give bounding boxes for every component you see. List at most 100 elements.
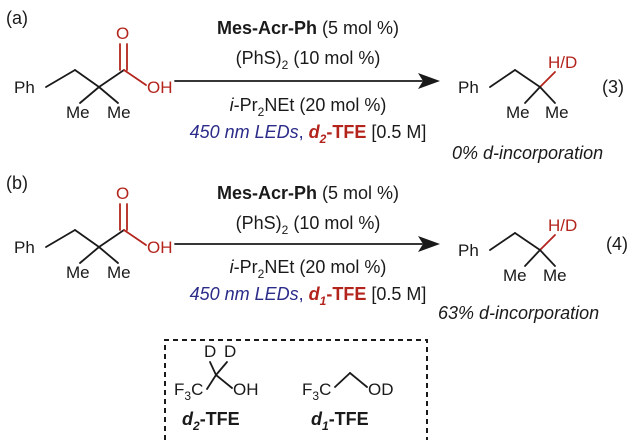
panel-a-cocat: (PhS) bbox=[236, 48, 282, 68]
panel-a-base-sub: 2 bbox=[258, 105, 265, 119]
bond bbox=[539, 86, 556, 104]
panel-b-conc: [0.5 M] bbox=[366, 284, 426, 304]
panel-b-base-prefix: i bbox=[230, 257, 235, 277]
panel-b-reactant-ph: Ph bbox=[14, 238, 35, 257]
panel-b-solvent-line: 450 nm LEDs, d1-TFE [0.5 M] bbox=[190, 284, 427, 308]
bond bbox=[489, 232, 516, 251]
bond bbox=[98, 69, 125, 88]
bond bbox=[215, 361, 228, 376]
bond bbox=[98, 86, 119, 104]
panel-b-reactant: Ph O OH Me Me bbox=[14, 184, 173, 282]
panel-b-carbonyl-o: O bbox=[116, 184, 129, 203]
panel-b-base-rest: NEt (20 mol %) bbox=[264, 257, 386, 277]
panel-a-product: Ph H/D Me Me bbox=[458, 53, 577, 122]
panel-a-conc: [0.5 M] bbox=[366, 122, 426, 142]
panel-a-solvent-line: 450 nm LEDs, d2-TFE [0.5 M] bbox=[190, 122, 427, 146]
panel-a-result: 0% d-incorporation bbox=[452, 143, 603, 163]
d2-oh: OH bbox=[233, 380, 259, 399]
solvent-legend: D D F3C OH d2-TFE F3C OD d1-TFE bbox=[164, 339, 428, 440]
panel-a-reactant: Ph O OH Me Me bbox=[14, 24, 173, 122]
bond bbox=[45, 229, 76, 248]
bond bbox=[514, 232, 541, 251]
panel-a-catalyst-load: (5 mol %) bbox=[317, 18, 399, 38]
panel-b-solvent-d: d bbox=[309, 284, 321, 304]
panel-b-me2: Me bbox=[107, 263, 131, 282]
d2-c: C bbox=[191, 380, 203, 399]
bond bbox=[79, 246, 100, 264]
d1-f-sub: 3 bbox=[312, 389, 319, 403]
panel-b-tag: (b) bbox=[6, 173, 28, 193]
d1-tfe-structure: F3C OD d1-TFE bbox=[302, 372, 394, 433]
panel-b-me1: Me bbox=[66, 263, 90, 282]
bond bbox=[98, 246, 119, 264]
panel-b-result: 63% d-incorporation bbox=[438, 303, 599, 323]
d1-od: OD bbox=[368, 380, 394, 399]
panel-b-catalyst: Mes-Acr-Ph bbox=[217, 183, 317, 203]
bond bbox=[524, 86, 541, 104]
bond bbox=[209, 361, 217, 376]
d2-d-label-1: D bbox=[204, 342, 216, 361]
panel-b-solvent-rest: -TFE bbox=[326, 284, 366, 304]
d1-tfe-name: d1-TFE bbox=[311, 409, 369, 433]
bond bbox=[539, 71, 556, 88]
panel-a-base-main: -Pr bbox=[234, 95, 258, 115]
panel-a-solvent-d: d bbox=[309, 122, 321, 142]
bond bbox=[98, 229, 125, 248]
panel-a-me2: Me bbox=[107, 103, 131, 122]
panel-a-arrow-head bbox=[418, 73, 440, 89]
panel-a-base-rest: NEt (20 mol %) bbox=[264, 95, 386, 115]
bond bbox=[349, 372, 368, 388]
d2-tfe-name: d2-TFE bbox=[182, 409, 240, 433]
panel-b-cocatalyst-line: (PhS)2 (10 mol %) bbox=[236, 213, 381, 237]
panel-b-base-line: i-Pr2NEt (20 mol %) bbox=[230, 257, 387, 281]
d2-name-rest: -TFE bbox=[200, 409, 240, 429]
d2-f-sub: 3 bbox=[184, 389, 191, 403]
panel-a-base-prefix: i bbox=[230, 95, 235, 115]
panel-b-catalyst-line: Mes-Acr-Ph (5 mol %) bbox=[217, 183, 399, 203]
d2-f: F bbox=[174, 380, 184, 399]
panel-a: (a) Ph O OH Me Me Mes-Acr-Ph (5 mol %) (… bbox=[6, 8, 624, 163]
panel-a-base-line: i-Pr2NEt (20 mol %) bbox=[230, 95, 387, 119]
bond bbox=[45, 69, 76, 88]
d1-name-sub: 1 bbox=[322, 419, 329, 433]
d2-d-label-2: D bbox=[224, 342, 236, 361]
panel-a-me1: Me bbox=[66, 103, 90, 122]
panel-a-product-ph: Ph bbox=[458, 78, 479, 97]
panel-b-light: 450 nm LEDs bbox=[190, 284, 299, 304]
bond bbox=[539, 249, 556, 267]
d2-f3c: F3C bbox=[174, 380, 203, 403]
panel-b-product-ph: Ph bbox=[458, 241, 479, 260]
panel-a-cocat-load: (10 mol %) bbox=[288, 48, 380, 68]
bond bbox=[514, 69, 541, 88]
panel-a-eq-number: (3) bbox=[602, 77, 624, 97]
bond bbox=[123, 229, 147, 246]
d1-f: F bbox=[302, 380, 312, 399]
bond bbox=[206, 374, 217, 390]
bond bbox=[334, 372, 351, 388]
panel-a-solvent-rest: -TFE bbox=[326, 122, 366, 142]
panel-b-base-sub: 2 bbox=[258, 267, 265, 281]
bond bbox=[524, 249, 541, 267]
panel-a-solvent-sub: 2 bbox=[319, 132, 327, 146]
d1-name-rest: -TFE bbox=[329, 409, 369, 429]
panel-a-tag: (a) bbox=[6, 8, 28, 28]
panel-a-product-me2: Me bbox=[545, 103, 569, 122]
panel-a-product-me1: Me bbox=[506, 103, 530, 122]
panel-a-catalyst-line: Mes-Acr-Ph (5 mol %) bbox=[217, 18, 399, 38]
panel-a-hd: H/D bbox=[548, 53, 577, 72]
panel-a-light: 450 nm LEDs bbox=[190, 122, 299, 142]
panel-b-eq-number: (4) bbox=[606, 234, 628, 254]
panel-b-product-me2: Me bbox=[543, 266, 567, 285]
legend-dashed-border bbox=[164, 339, 428, 440]
panel-b-base-main: -Pr bbox=[234, 257, 258, 277]
bond bbox=[215, 374, 233, 389]
panel-a-cocat-sub: 2 bbox=[282, 58, 289, 72]
panel-b-arrow-head bbox=[418, 236, 440, 252]
panel-b-catalyst-load: (5 mol %) bbox=[317, 183, 399, 203]
bond bbox=[74, 69, 100, 88]
panel-b-cocat-sub: 2 bbox=[282, 223, 289, 237]
d2-tfe-structure: D D F3C OH d2-TFE bbox=[174, 342, 259, 433]
d1-c: C bbox=[319, 380, 331, 399]
d2-name-sub: 2 bbox=[192, 419, 200, 433]
